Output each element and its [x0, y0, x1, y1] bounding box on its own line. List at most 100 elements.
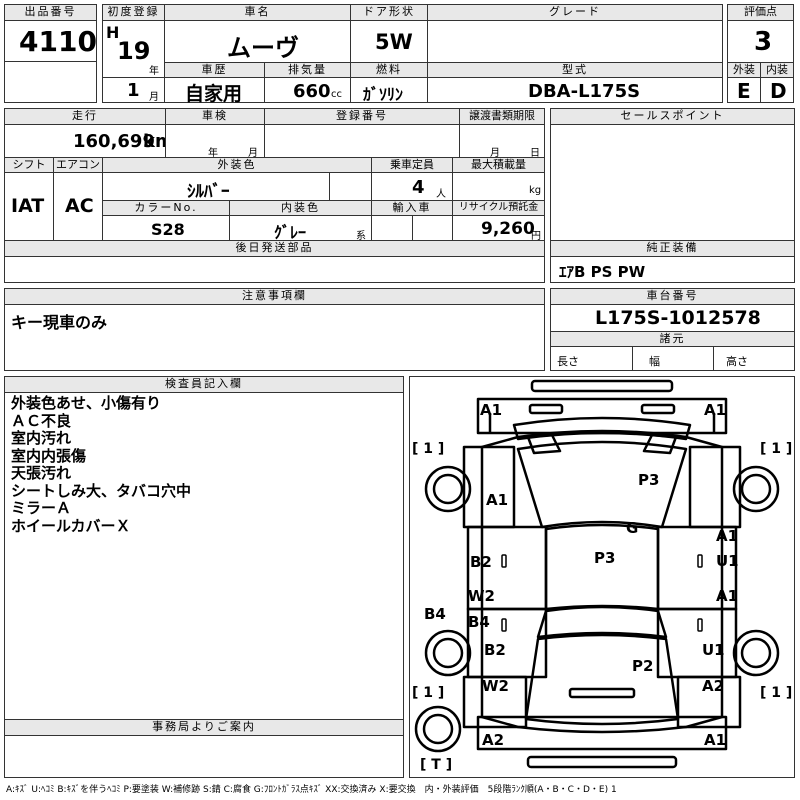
width-cell: 幅	[632, 346, 714, 371]
mileage: 160,699	[73, 131, 155, 152]
shift-cell: IAT	[4, 172, 54, 241]
inspection-header: 車検	[165, 108, 265, 125]
inspection-month-unit: 月	[248, 148, 258, 159]
interior-grade-cell: D	[760, 77, 794, 103]
interior-color-unit: 系	[356, 231, 366, 242]
fuel-cell: ｶﾞｿﾘﾝ	[350, 77, 428, 104]
exterior-color-extra-cell	[329, 172, 372, 201]
remark-line: ミラーＡ	[11, 499, 72, 517]
recycle-fee: 9,260	[481, 219, 535, 239]
fuel: ｶﾞｿﾘﾝ	[363, 85, 404, 104]
damage-code: B2	[484, 641, 506, 659]
remark-line: 室内内張傷	[11, 446, 87, 465]
capacity-header: 乗車定員	[371, 157, 453, 173]
registration-year: 19	[117, 37, 151, 65]
capacity-unit: 人	[436, 189, 446, 200]
interior-color: ｸﾞﾚｰ	[274, 223, 307, 242]
year-unit: 年	[149, 66, 159, 77]
displacement-header: 排気量	[264, 62, 351, 78]
later-parts-cell	[4, 256, 545, 283]
equipment-cell: ｴｱB PS PW	[550, 256, 795, 283]
notes-cell: キー現車のみ	[4, 304, 545, 371]
damage-code: B2	[470, 553, 492, 571]
mileage-cell: 160,699 km	[4, 124, 174, 158]
damage-code: A1	[704, 731, 727, 749]
spare-tire: [ T ]	[420, 757, 453, 773]
month-unit: 月	[149, 92, 159, 103]
aircon: AC	[65, 195, 94, 217]
remark-line: ホイールカバーＸ	[11, 516, 131, 535]
first-registration-header: 初度登録	[102, 4, 165, 21]
remark-line: ＡＣ不良	[11, 411, 72, 430]
import-header: 輸入車	[371, 200, 453, 216]
history-cell: 自家用	[164, 77, 265, 105]
displacement-unit: cc	[331, 89, 342, 100]
damage-code: A2	[482, 731, 505, 749]
import-cell-b	[412, 215, 453, 241]
transfer-day-unit: 日	[530, 148, 540, 159]
inspector-header: 検査員記入欄	[4, 376, 404, 393]
aircon-header: エアコン	[53, 157, 103, 173]
aircon-cell: AC	[53, 172, 103, 241]
max-load-unit: kg	[529, 185, 542, 196]
length-cell: 長さ	[550, 346, 633, 371]
tire-rear-right: [ 1 ]	[760, 685, 793, 701]
damage-code: G	[626, 519, 639, 537]
grade-cell	[427, 20, 723, 63]
damage-code: A1	[716, 527, 739, 545]
later-parts-header: 後日発送部品	[4, 240, 545, 257]
recycle-unit: 円	[531, 231, 541, 242]
score-cell: 3	[727, 20, 794, 63]
damage-code: A1	[480, 401, 503, 419]
damage-code: P3	[638, 471, 660, 489]
inspector-remarks: 外装色あせ、小傷有り ＡＣ不良 室内汚れ 室内内張傷 天張汚れ シートしみ大、タ…	[4, 392, 404, 720]
registration-number-header: 登録番号	[264, 108, 460, 125]
color-number-cell: S28	[102, 215, 230, 241]
history: 自家用	[185, 83, 243, 105]
first-registration-year-cell: H 19 年	[102, 20, 165, 78]
model-code: DBA-L175S	[528, 81, 641, 102]
chassis-cell: L175S-1012578	[550, 304, 795, 332]
import-cell-a	[371, 215, 413, 241]
length-label: 長さ	[557, 355, 579, 368]
legend: A:ｷｽﾞ U:ﾍｺﾐ B:ｷｽﾞを伴うﾍｺﾐ P:要塗装 W:補修跡 S:錆 …	[6, 785, 617, 795]
overall-score: 3	[754, 27, 773, 57]
tire-front-right: [ 1 ]	[760, 441, 793, 457]
score-header: 評価点	[727, 4, 794, 21]
first-registration-month-cell: 1 月	[102, 77, 165, 103]
interior-grade: D	[770, 79, 787, 103]
grade-header: グレード	[427, 4, 723, 21]
fuel-header: 燃料	[350, 62, 428, 78]
sales-point-header: セールスポイント	[550, 108, 795, 125]
registration-month: 1	[127, 80, 140, 101]
capacity-cell: 4 人	[371, 172, 453, 201]
damage-code: B4	[468, 613, 490, 631]
damage-code: U1	[702, 641, 725, 659]
damage-code: A1	[716, 587, 739, 605]
office-cell	[4, 735, 404, 778]
office-header: 事務局よりご案内	[4, 719, 404, 736]
door-header: ドア形状	[350, 4, 428, 21]
exterior-grade-header: 外装	[727, 62, 761, 78]
registration-number-cell	[264, 124, 460, 158]
car-diagram-panel: A1 A1 A1 P3 G A1 U1 B2 P3 W2 A1 B4 B4 B2…	[409, 376, 795, 778]
damage-code: A1	[704, 401, 727, 419]
color-number: S28	[151, 220, 185, 239]
equipment: ｴｱB PS PW	[559, 263, 646, 281]
transfer-deadline-cell: 月 日	[459, 124, 545, 159]
interior-color-header: 内装色	[229, 200, 372, 216]
capacity: 4	[412, 177, 425, 198]
specs-header: 諸元	[550, 331, 795, 347]
displacement-cell: 660 cc	[264, 77, 351, 103]
model-header: 型式	[427, 62, 723, 78]
damage-code: W2	[468, 587, 495, 605]
car-name: ムーヴ	[227, 34, 299, 62]
exterior-color: ｼﾙﾊﾞｰ	[187, 182, 230, 202]
damage-code: U1	[716, 552, 739, 570]
exterior-grade-cell: E	[727, 77, 761, 103]
remark-line: 外装色あせ、小傷有り	[11, 394, 162, 412]
recycle-cell: 9,260 円	[452, 215, 545, 242]
color-number-header: カラーNo.	[102, 200, 230, 216]
mileage-header: 走行	[4, 108, 166, 125]
max-load-header: 最大積載量	[452, 157, 545, 173]
